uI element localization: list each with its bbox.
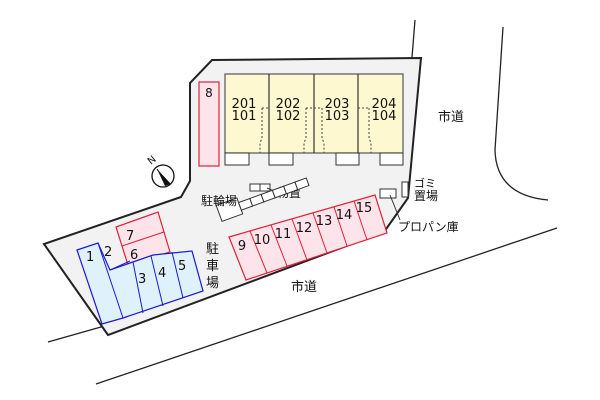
propane-storage: プロパン庫 bbox=[379, 188, 459, 234]
parking-space-2: 2 bbox=[104, 245, 112, 260]
unit-102: 102 bbox=[276, 109, 301, 124]
unit-201: 201 bbox=[232, 97, 257, 112]
parking-space-4: 4 bbox=[158, 266, 166, 281]
parking-row-6-7: 7 6 bbox=[115, 211, 171, 266]
parking-space-11: 11 bbox=[275, 227, 292, 242]
svg-text:車: 車 bbox=[206, 259, 219, 274]
svg-text:場: 場 bbox=[206, 276, 219, 291]
parking-space-7: 7 bbox=[126, 229, 134, 244]
unit-203: 203 bbox=[325, 97, 350, 112]
south-road-far-edge bbox=[95, 227, 558, 385]
parking-space-14: 14 bbox=[336, 208, 353, 223]
unit-101: 101 bbox=[232, 109, 257, 124]
parking-space-10: 10 bbox=[254, 233, 271, 248]
south-road-label: 市道 bbox=[291, 279, 317, 295]
bicycle-parking: 駐輪場 bbox=[201, 177, 310, 223]
svg-text:8: 8 bbox=[205, 86, 213, 100]
unit-204: 204 bbox=[372, 97, 397, 112]
parking-space-1: 1 bbox=[86, 250, 94, 265]
parking-space-15: 15 bbox=[356, 201, 373, 216]
east-road-label: 市道 bbox=[438, 109, 464, 125]
parking-lot-label: 駐 車 場 bbox=[206, 242, 219, 291]
unit-104: 104 bbox=[372, 109, 397, 124]
svg-text:プロパン庫: プロパン庫 bbox=[398, 220, 459, 234]
parking-space-12: 12 bbox=[296, 221, 313, 236]
compass-north-icon: N bbox=[146, 154, 175, 188]
apartment-building: 201 101 202 102 203 103 204 104 bbox=[224, 73, 404, 166]
parking-row-1-5: 1 2 3 4 5 bbox=[76, 242, 204, 325]
unit-202: 202 bbox=[276, 97, 301, 112]
east-road-far-edge bbox=[494, 26, 549, 201]
parking-row-9-15: 9 10 11 12 13 14 15 bbox=[228, 194, 388, 281]
svg-text:駐: 駐 bbox=[206, 242, 219, 257]
parking-space-8: 8 bbox=[198, 81, 220, 167]
south-road-edge-left bbox=[47, 324, 109, 343]
garbage-area: ゴミ 置場 bbox=[401, 176, 438, 203]
parking-space-6: 6 bbox=[130, 248, 138, 263]
parking-space-3: 3 bbox=[138, 272, 146, 287]
parking-space-9: 9 bbox=[238, 239, 246, 254]
svg-text:ゴミ: ゴミ bbox=[414, 176, 436, 190]
svg-text:駐輪場: 駐輪場 bbox=[201, 193, 237, 208]
unit-103: 103 bbox=[325, 109, 350, 124]
svg-text:N: N bbox=[146, 154, 159, 167]
parking-space-13: 13 bbox=[316, 214, 333, 229]
parking-space-5: 5 bbox=[178, 259, 186, 274]
svg-text:置場: 置場 bbox=[414, 189, 438, 203]
